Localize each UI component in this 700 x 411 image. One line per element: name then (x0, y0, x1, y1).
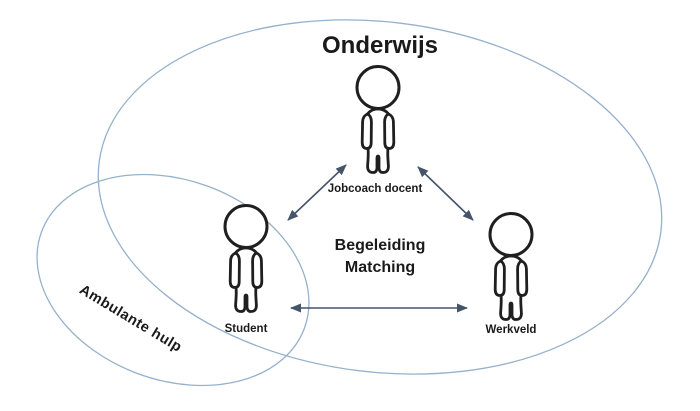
arrow-student-jobcoach (287, 164, 347, 221)
jobcoach-docent-label: Jobcoach docent (328, 183, 423, 195)
student-label: Student (225, 323, 268, 335)
begeleiding-label: Begeleiding (335, 237, 426, 254)
person-figure-jobcoach-docent (355, 65, 401, 174)
person-figure-werkveld (488, 212, 534, 321)
ambulante-hulp-ellipse (36, 173, 310, 387)
onderwijs-label: Onderwijs (322, 32, 438, 59)
ambulante-hulp-label: Ambulante hulp (76, 282, 184, 356)
arrow-jobcoach-werkveld (417, 166, 474, 221)
onderwijs-ellipse (97, 19, 663, 375)
matching-label: Matching (345, 259, 415, 276)
werkveld-label: Werkveld (486, 324, 537, 336)
person-figure-student (223, 204, 269, 313)
